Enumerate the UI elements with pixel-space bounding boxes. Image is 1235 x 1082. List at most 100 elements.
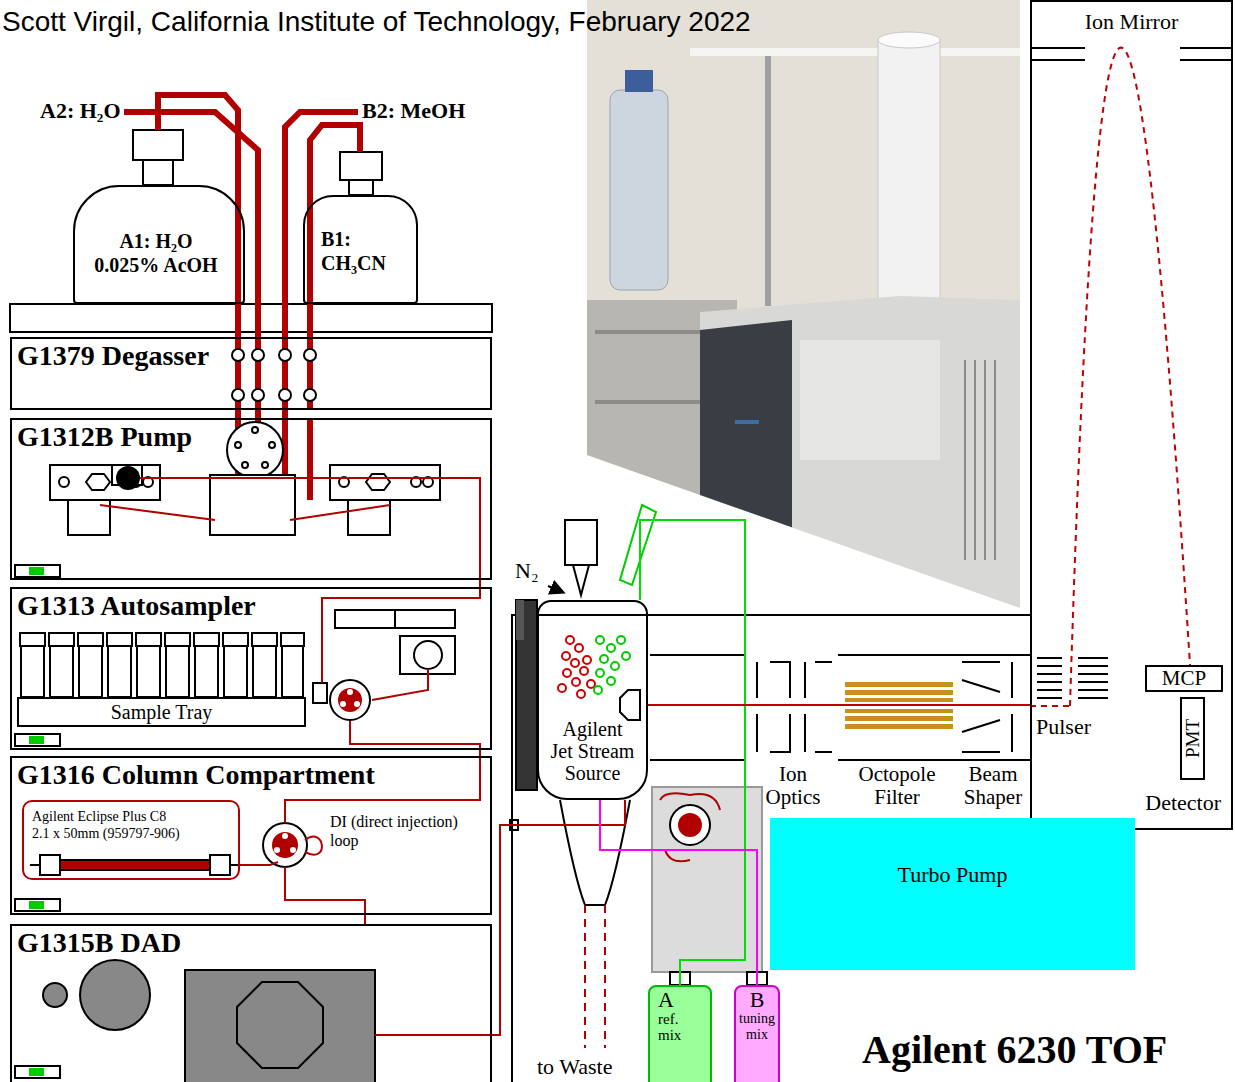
pump-heads	[227, 422, 283, 478]
ion-optics-lenses	[757, 662, 832, 752]
spray-droplets	[558, 636, 630, 698]
waste-line	[585, 905, 605, 1048]
sample-vials	[194, 633, 219, 646]
spray-droplets	[558, 684, 566, 692]
tubing-connector	[235, 410, 241, 418]
tubing-connector	[648, 704, 750, 706]
lab-photo	[625, 70, 653, 92]
sample-vials	[166, 646, 189, 697]
pump-lines	[100, 478, 480, 580]
valve-6port	[263, 823, 307, 867]
turbo-pump: Turbo Pump	[770, 818, 1135, 970]
lab-photo	[965, 360, 995, 560]
dad-detector	[43, 960, 492, 1082]
sample-tray: Sample Tray	[17, 697, 306, 727]
node-text: A1: H₂O	[85, 229, 227, 253]
column	[60, 860, 210, 870]
pump-heads	[269, 442, 275, 448]
tubing-connector	[235, 304, 241, 337]
node-text: ref. mix	[658, 1011, 698, 1043]
ion-mirror	[1032, 48, 1233, 60]
node-text: PMT	[1182, 699, 1203, 778]
beam-shaper	[962, 662, 1012, 752]
solvent-tubing	[285, 112, 358, 500]
autosampler-parts	[414, 641, 442, 669]
mcp-detector: MCP	[1145, 665, 1223, 692]
source-parts	[620, 690, 640, 720]
bench-shelf	[133, 130, 183, 160]
waste-label: to Waste	[537, 1054, 612, 1080]
valve-6port	[272, 832, 298, 858]
sample-vials	[78, 633, 103, 646]
autosampler-lines	[350, 720, 480, 750]
node-text: Beam Shaper	[959, 763, 1027, 809]
valve-6port	[282, 833, 288, 839]
valve-6port	[274, 847, 280, 853]
node-text: G1313 Autosampler	[17, 590, 490, 622]
module-box: G1379 Degasser	[10, 337, 492, 410]
spray-droplets	[583, 656, 591, 664]
ion-flight-path	[1070, 48, 1190, 706]
status-lights	[29, 901, 44, 909]
solvent-label: A2: H₂O	[40, 97, 121, 125]
sample-vials	[253, 646, 276, 697]
ion-beam	[750, 704, 1028, 706]
sample-vials	[50, 646, 73, 697]
module-box: G1313 AutosamplerSample Tray	[10, 587, 492, 750]
column-box: Agilent Eclipse Plus C82.1 x 50mm (95979…	[22, 800, 240, 880]
degasser-ports	[232, 349, 316, 401]
node-text: Sample Tray	[19, 699, 304, 725]
status-lights	[29, 1068, 44, 1076]
source-parts	[516, 600, 537, 790]
sample-vials	[223, 633, 248, 646]
octopole-rods	[845, 690, 953, 695]
ion-optics: Ion Optics	[750, 655, 836, 813]
sample-vials	[224, 646, 247, 697]
status-lights	[29, 567, 44, 575]
tubing-connector	[479, 580, 481, 587]
autosampler-parts	[335, 610, 455, 628]
lab-photo	[700, 296, 1020, 608]
degasser-ports	[304, 349, 316, 361]
valve-6port	[340, 701, 346, 707]
lab-photo	[735, 420, 759, 424]
octopole-rods	[845, 724, 953, 729]
spray-droplets	[580, 667, 588, 675]
degasser-ports	[279, 349, 291, 361]
spray-droplets	[611, 662, 619, 670]
lab-photo	[878, 32, 940, 48]
node-text: Agilent Jet Stream Source	[550, 718, 635, 784]
valve-6port	[330, 680, 370, 720]
pump-heads	[366, 474, 390, 490]
spray-droplets	[617, 636, 625, 644]
source-parts	[548, 586, 562, 592]
pump-heads	[262, 462, 268, 468]
source-parts	[573, 565, 589, 595]
solvent-bottle: B1:CH₃CN	[303, 195, 418, 304]
octopole-rods	[845, 709, 953, 713]
valve-box	[678, 813, 702, 837]
node-text: Ion Optics	[758, 763, 828, 809]
module-box: G1315B DAD	[10, 924, 492, 1082]
dad-detector	[237, 982, 323, 1068]
bench-shelf	[349, 180, 373, 195]
degasser-ports	[304, 389, 316, 401]
bench-shelf	[143, 160, 173, 185]
status-lights	[15, 899, 60, 911]
node-text: MCP	[1147, 667, 1221, 690]
tubing-connector	[492, 800, 625, 1035]
dad-detector	[185, 970, 375, 1082]
sample-vials	[165, 633, 190, 646]
ion-source: Agilent Jet Stream Source	[537, 600, 648, 800]
lab-photo	[690, 48, 1020, 56]
pump-heads	[50, 465, 160, 500]
spray-droplets	[596, 669, 604, 677]
column-lines	[285, 867, 365, 915]
spray-droplets	[607, 677, 615, 685]
octopole-rods	[845, 716, 953, 721]
source-parts	[565, 520, 597, 565]
tubing-connector	[836, 704, 838, 706]
purge-valve	[116, 466, 140, 490]
sample-vials	[107, 633, 132, 646]
